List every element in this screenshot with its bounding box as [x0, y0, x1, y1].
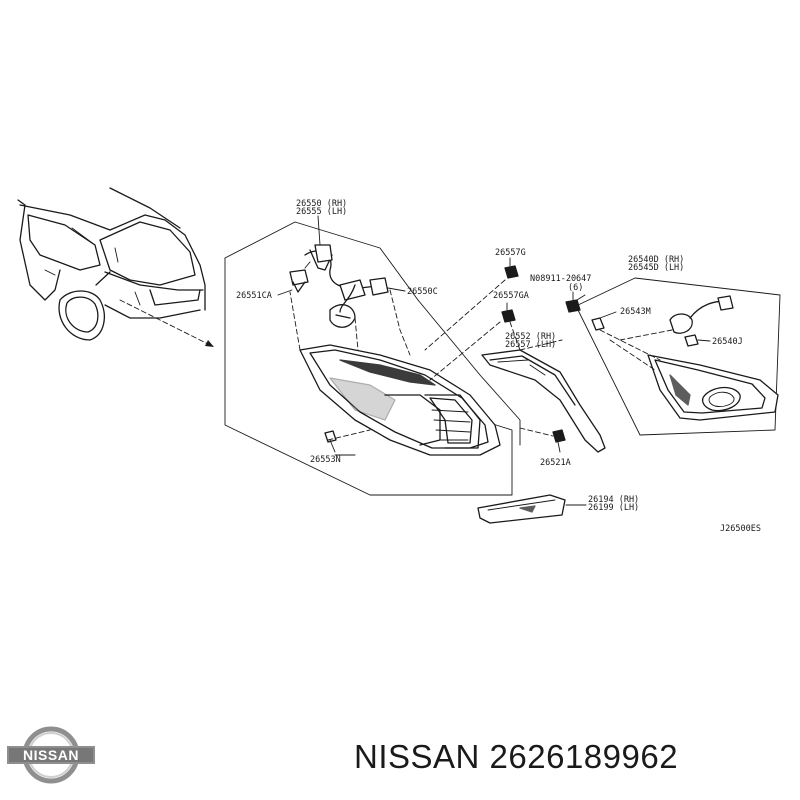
reflex-reflector: [477, 494, 566, 524]
label-26550c: 26550C: [407, 287, 438, 297]
leader-lines: [289, 279, 506, 456]
bolt-26557g: [504, 257, 519, 279]
nissan-logo: NISSAN: [7, 726, 95, 784]
label-qty-6: (6): [568, 283, 583, 293]
label-26550-rh: 26550 (RH): [296, 199, 347, 209]
rear-finisher-lamp: [647, 354, 779, 421]
label-26540j: 26540J: [712, 337, 743, 347]
label-26551ca: 26551CA: [236, 291, 272, 301]
bulb-socket-harness: [289, 244, 389, 328]
drawing-code: J26500ES: [720, 524, 761, 534]
finisher-socket: [591, 295, 734, 371]
label-26553n: 26553N: [310, 455, 341, 465]
main-assembly-boundary: [224, 221, 521, 496]
label-26545d-lh: 26545D (LH): [628, 263, 684, 273]
label-26555-lh: 26555 (LH): [296, 207, 347, 217]
nut-26553n: [324, 430, 337, 453]
logo-wordmark: NISSAN: [23, 747, 79, 763]
label-26521a: 26521A: [540, 458, 571, 468]
label-26557ga: 26557GA: [493, 291, 529, 301]
product-caption: NISSAN 2626189962: [354, 738, 679, 775]
label-26557g: 26557G: [495, 248, 526, 258]
label-26543m: 26543M: [620, 307, 651, 317]
part-labels: 26550 (RH) 26555 (LH) 26551CA 26550C 265…: [236, 199, 761, 534]
screw-26521a: [519, 427, 566, 453]
vehicle-rear-outline: [17, 187, 214, 347]
clip-26557ga: [501, 302, 516, 323]
nut-n08911: [565, 294, 586, 313]
label-26194-rh: 26194 (RH): [588, 495, 639, 505]
label-26552-rh: 26552 (RH): [505, 332, 556, 342]
label-26557-lh: 26557 (LH): [505, 340, 556, 350]
label-26199-lh: 26199 (LH): [588, 503, 639, 513]
finisher-boundary: [577, 277, 781, 436]
label-26540d-rh: 26540D (RH): [628, 255, 684, 265]
side-lamp: [481, 321, 606, 453]
label-n08911-20647: N08911-20647: [530, 274, 591, 284]
rear-combination-lamp: [299, 344, 501, 456]
